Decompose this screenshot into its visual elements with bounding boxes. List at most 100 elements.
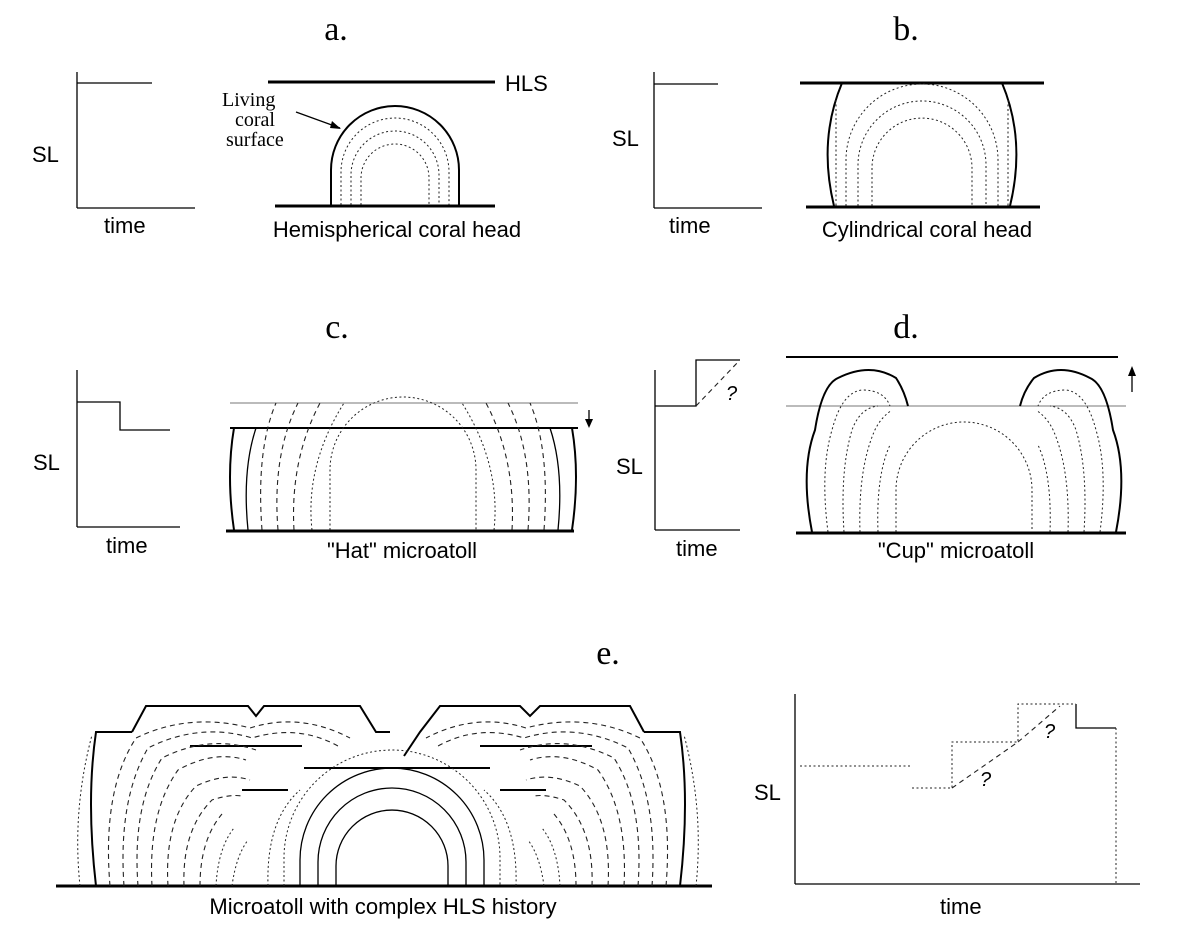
- panel-e-right-upper-rim: [403, 705, 645, 757]
- panel-d-label: d.: [893, 309, 919, 346]
- panel-e-growth-band: [215, 827, 235, 887]
- panel-d-sl-graph: ? SL time: [616, 359, 740, 561]
- panel-c-growth-band: [293, 402, 321, 531]
- panel-d-growth-band: [859, 409, 893, 533]
- panel-c-growth-band: [529, 402, 546, 531]
- panel-e-growth-band: [541, 827, 561, 887]
- panel-e-growth-band: [122, 731, 339, 887]
- panel-a-sl-graph: SL time: [32, 72, 195, 238]
- panel-d-coral-head: [796, 369, 1126, 535]
- panel-c-y-label: SL: [33, 450, 60, 475]
- panel-b-left-wall: [826, 82, 843, 207]
- panel-c-left-wall: [229, 427, 235, 531]
- panel-d-growth-band: [895, 421, 1033, 532]
- panel-e-label: e.: [596, 635, 620, 672]
- panel-b: b. SL time Cylindrical coral head: [612, 11, 1044, 242]
- panel-a-growth-band: [340, 117, 450, 205]
- panel-e-core-band: [483, 789, 517, 887]
- panel-a-annotation-line-1: Living: [222, 89, 275, 111]
- panel-e-sl-graph: ? ? SL time: [754, 694, 1140, 919]
- panel-d-x-label: time: [676, 536, 718, 561]
- panel-e-growth-band: [107, 721, 351, 887]
- panel-c-coral-head: [226, 396, 577, 533]
- panel-a-label: a.: [324, 11, 348, 48]
- panel-e-core-band: [335, 809, 449, 886]
- panel-e-question-mark-2: ?: [1044, 721, 1056, 743]
- panel-a-growth-band: [360, 143, 430, 205]
- panel-a: a. SL time HLS Living coral surface Hemi…: [32, 11, 548, 242]
- panel-b-caption: Cylindrical coral head: [822, 217, 1032, 242]
- panel-c-growth-band: [260, 402, 277, 531]
- panel-e-coral-head: [56, 705, 712, 888]
- panel-d-growth-band: [877, 444, 891, 533]
- panel-c-growth-band: [461, 402, 496, 531]
- panel-d-growth-band: [1049, 405, 1086, 533]
- panel-e-growth-band: [553, 813, 577, 887]
- panel-e-growth-band: [527, 839, 545, 887]
- panel-e-growth-band: [231, 839, 249, 887]
- panel-e-growth-band: [525, 776, 609, 887]
- panel-e-core-band: [317, 787, 467, 886]
- panel-c-right-wall: [571, 427, 577, 531]
- panel-c-x-label: time: [106, 533, 148, 558]
- panel-e-sl-curve-final: [1075, 704, 1116, 729]
- panel-d-growth-band: [824, 389, 891, 533]
- panel-c-growth-band: [549, 427, 561, 531]
- panel-e-growth-band: [529, 756, 625, 887]
- panel-e-growth-band: [167, 776, 251, 887]
- panel-c: c. SL time "Hat": [33, 309, 593, 563]
- panel-a-growth-band: [350, 130, 440, 205]
- panel-a-outer-growth-band: [330, 105, 460, 205]
- panel-e-y-label: SL: [754, 780, 781, 805]
- panel-a-coral-head: [275, 105, 495, 208]
- panel-e-outer-band: [683, 734, 699, 887]
- panel-c-growth-band: [329, 396, 477, 530]
- panel-c-growth-band: [485, 402, 513, 531]
- panel-e-question-mark-1: ?: [980, 769, 992, 791]
- panel-c-growth-band: [507, 402, 530, 531]
- panel-c-down-arrow-icon: [585, 419, 593, 428]
- panel-d-growth-band: [842, 405, 879, 533]
- panel-e-alt-sl-curve: [951, 741, 1019, 789]
- panel-a-y-label: SL: [32, 142, 59, 167]
- panel-c-growth-band: [245, 427, 257, 531]
- panel-e-growth-band: [519, 743, 640, 887]
- panel-e-growth-band: [136, 743, 257, 887]
- panel-e-left-upper-rim: [131, 705, 390, 733]
- panel-b-growth-band: [845, 83, 999, 206]
- panel-d-y-label: SL: [616, 454, 643, 479]
- panel-d-growth-band: [1037, 444, 1051, 533]
- panel-a-arrowhead-icon: [330, 121, 341, 129]
- panel-e-x-label: time: [940, 894, 982, 919]
- panel-d-right-rim: [1019, 369, 1123, 533]
- panel-c-growth-band: [310, 402, 345, 531]
- panel-c-sl-curve: [77, 401, 170, 431]
- panel-d-question-mark: ?: [726, 383, 738, 405]
- panel-a-annotation-line-3: surface: [226, 129, 284, 151]
- panel-c-growth-band: [276, 402, 299, 531]
- panel-d-caption: "Cup" microatoll: [878, 538, 1034, 563]
- panel-a-caption: Hemispherical coral head: [273, 217, 521, 242]
- panel-d-left-rim: [805, 369, 909, 533]
- panel-d-growth-band: [1035, 409, 1069, 533]
- panel-d-alt-sl-curve: [695, 361, 739, 407]
- panel-e-growth-band: [425, 721, 669, 887]
- panel-e-growth-band: [437, 731, 654, 887]
- panel-e-alt-sl-curve: [1017, 705, 1061, 743]
- panel-b-x-label: time: [669, 213, 711, 238]
- panel-c-label: c.: [325, 309, 349, 346]
- panel-d-up-arrow-icon: [1128, 366, 1136, 376]
- panel-d-sl-curve: [655, 359, 740, 407]
- panel-e-growth-band: [533, 794, 593, 887]
- panel-b-sl-graph: SL time: [612, 72, 762, 238]
- panel-c-sl-graph: SL time: [33, 370, 180, 558]
- panel-e-core-band: [299, 767, 485, 886]
- panel-e-left-wall: [90, 731, 132, 887]
- panel-e-growth-band: [199, 813, 223, 887]
- panel-b-coral-head: [806, 82, 1040, 209]
- panel-e-outer-band: [77, 734, 93, 887]
- panel-c-caption: "Hat" microatoll: [327, 538, 477, 563]
- panel-a-annotation-line-2: coral: [235, 109, 275, 131]
- panel-e-core-band: [283, 749, 501, 886]
